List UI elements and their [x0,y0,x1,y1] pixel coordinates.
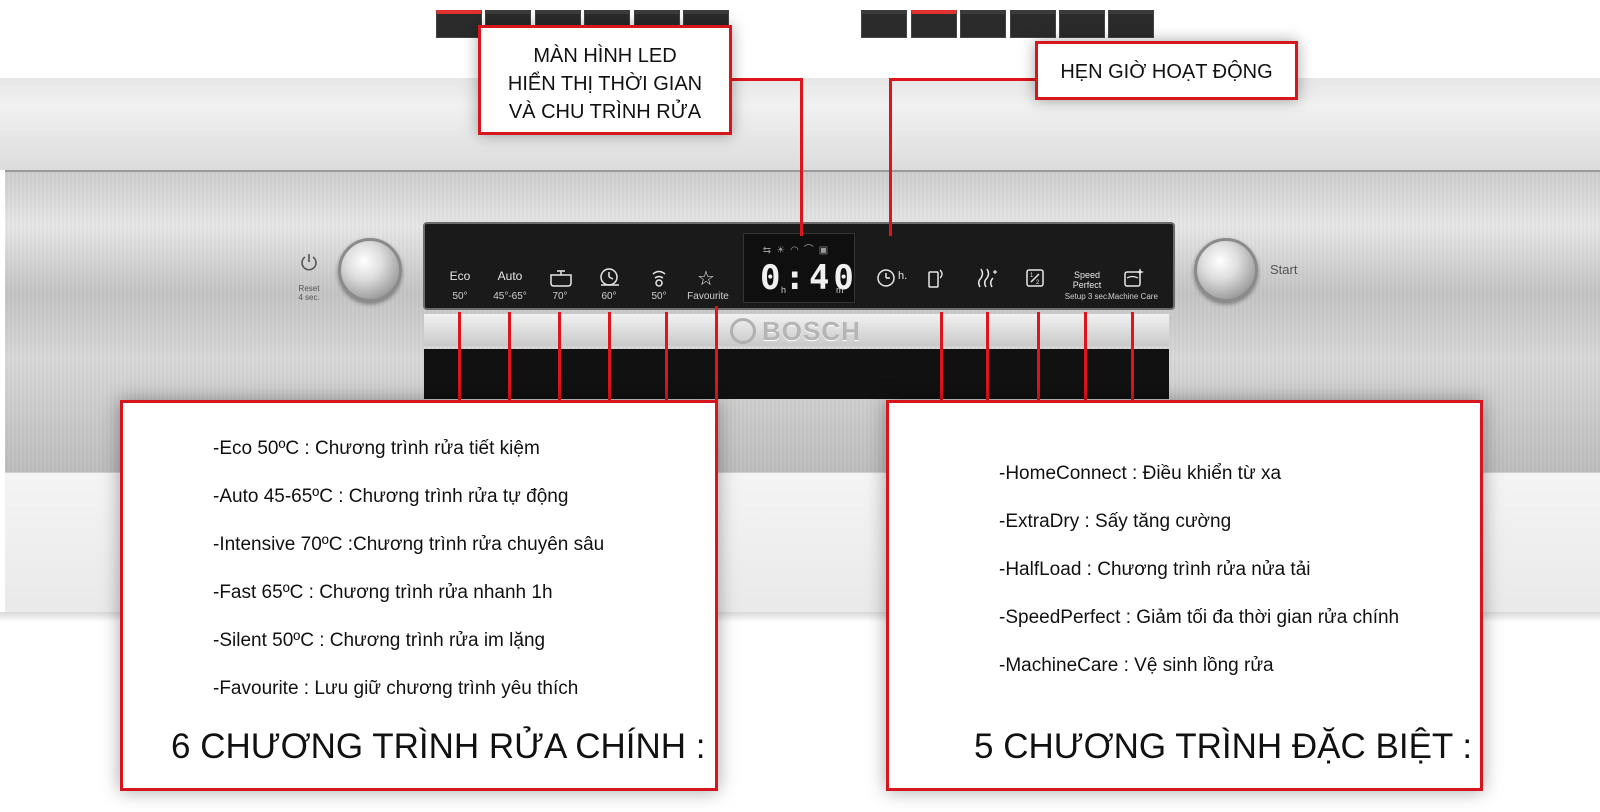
connector-eco [458,312,461,403]
svg-text:2: 2 [1036,280,1040,286]
speedperfect-sub: Setup 3 sec. [1064,292,1110,301]
connector-fast [608,312,611,403]
special-program-item: -SpeedPerfect : Giảm tối đa thời gian rử… [999,607,1400,628]
connector-led-v [800,78,803,236]
door-slot [424,349,1169,399]
timer-callout: HẸN GIỜ HOẠT ĐỘNG [1035,41,1298,100]
special-program-item: -ExtraDry : Sấy tăng cường [999,511,1232,532]
connector-machinecare [1131,312,1134,403]
program-silent-temp: 50° [651,291,667,302]
floor-shadow [0,612,1600,622]
program-eco-label: Eco [449,269,471,283]
timer-icon [876,268,896,293]
connector-led-h [730,78,802,81]
special-program-item: -HomeConnect : Điều khiển từ xa [999,463,1282,484]
program-key-eco[interactable] [436,10,482,38]
led-display [743,233,855,303]
svg-text:1: 1 [1030,273,1034,279]
main-program-item: -Fast 65ºC : Chương trình rửa nhanh 1h [213,582,553,603]
silent-icon [648,267,670,294]
connector-speedperfect [1084,312,1087,403]
display-time: 0:40 [760,258,858,298]
led-display-callout: MÀN HÌNH LED HIỂN THỊ THỜI GIAN VÀ CHU T… [478,25,732,135]
special-programs-box: -HomeConnect : Điều khiển từ xa -ExtraDr… [886,400,1483,791]
power-icon [299,252,319,272]
special-key-extradry[interactable] [960,10,1006,38]
display-minute-unit: m [836,285,844,295]
start-label: Start [1270,262,1298,277]
led-callout-line-1: MÀN HÌNH LED [533,45,677,67]
main-program-item: -Eco 50ºC : Chương trình rửa tiết kiệm [213,438,540,459]
program-fast-temp: 60° [601,291,617,302]
extradry-icon [975,267,999,294]
special-key-halfload[interactable] [1010,10,1056,38]
program-auto-label: Auto [497,269,523,283]
program-intensive-temp: 70° [552,291,568,302]
pot-icon [548,268,574,293]
special-key-timer[interactable] [861,10,907,38]
display-hour-unit: h [781,285,787,295]
special-program-item: -HalfLoad : Chương trình rửa nửa tải [999,559,1311,580]
program-eco-temp: 50° [452,291,468,302]
main-programs-title: 6 CHƯƠNG TRÌNH RỬA CHÍNH : [171,727,706,766]
bosch-logo-icon [730,318,756,344]
connector-silent [665,312,668,403]
connector-auto [508,312,511,403]
speedperfect-label: Speed Perfect [1072,270,1102,290]
machinecare-sub: Machine Care [1108,292,1158,301]
led-callout-line-2: HIỂN THỊ THỜI GIAN [507,73,703,95]
main-program-item: -Auto 45-65ºC : Chương trình rửa tự động [213,486,569,507]
handle-strip [424,314,1169,346]
machinecare-icon [1122,266,1144,293]
timer-callout-text: HẸN GIỜ HOẠT ĐỘNG [1060,61,1273,83]
main-program-item: -Silent 50ºC : Chương trình rửa im lặng [213,630,546,651]
special-programs-title: 5 CHƯƠNG TRÌNH ĐẶC BIỆT : [974,727,1473,766]
connector-favourite [715,306,718,403]
main-programs-box: -Eco 50ºC : Chương trình rửa tiết kiệm -… [120,400,718,791]
led-callout-line-3: VÀ CHU TRÌNH RỬA [508,101,702,123]
special-key-homeconnect[interactable] [911,10,957,38]
start-knob[interactable] [1194,238,1258,302]
display-status-icons: ⇆☀︎◠⌒▣ [762,245,834,256]
power-knob[interactable] [338,238,402,302]
connector-timer-h [889,78,1037,81]
brand-name: BOSCH [762,316,861,346]
timer-unit-label: h. [898,270,908,282]
star-icon: ☆ [697,268,715,290]
connector-timer-v [889,78,892,236]
connector-extradry [986,312,989,403]
special-key-speedperfect[interactable] [1059,10,1105,38]
special-program-item: -MachineCare : Vệ sinh lồng rửa [999,655,1274,676]
program-auto-temp: 45°-65° [493,291,527,302]
special-key-machinecare[interactable] [1108,10,1154,38]
connector-homeconnect [940,312,943,403]
remote-icon [926,266,948,295]
program-favourite-label: Favourite [687,291,729,302]
main-program-item: -Intensive 70ºC :Chương trình rửa chuyên… [213,534,605,555]
connector-halfload [1037,312,1040,403]
connector-intensive [558,312,561,403]
main-program-item: -Favourite : Lưu giữ chương trình yêu th… [213,678,579,699]
fast-clock-icon [598,266,622,293]
